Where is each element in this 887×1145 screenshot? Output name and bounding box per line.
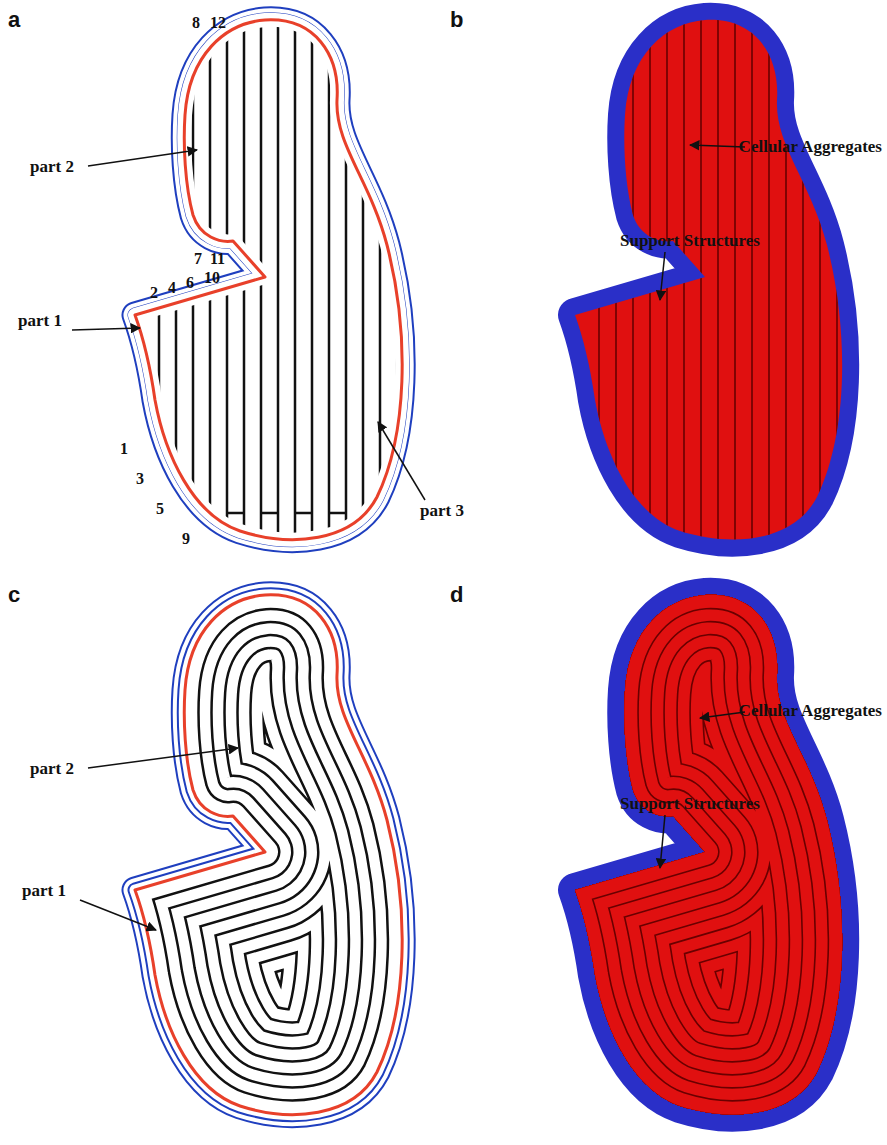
panel-letter: b (450, 8, 463, 32)
callout-label: Support Structures (620, 795, 760, 814)
part-label: part 2 (30, 760, 74, 779)
callout-number: 6 (186, 274, 194, 292)
callout-label: Cellular Aggregates (739, 702, 882, 721)
part-label: part 2 (30, 158, 74, 177)
callout-number: 10 (204, 269, 220, 287)
callout-number: 3 (136, 470, 144, 488)
kidney-print-b (575, 15, 854, 555)
callout-number: 4 (168, 279, 176, 297)
panel-letter: a (8, 8, 20, 32)
part-label: part 1 (18, 312, 62, 331)
kidney-outline-a (135, 15, 414, 555)
callout-number: 1 (120, 440, 128, 458)
callout-number: 11 (210, 250, 225, 268)
panel-letter: c (8, 583, 20, 607)
panel-letter: d (450, 583, 463, 607)
kidney-print-d (575, 595, 842, 1115)
callout-number: 5 (156, 500, 164, 518)
callout-number: 7 (194, 250, 202, 268)
callout-number: 9 (182, 530, 190, 548)
part-label: part 1 (22, 882, 66, 901)
callout-number: 8 (192, 14, 200, 32)
callout-number: 2 (150, 284, 158, 302)
kidney-outline-c (135, 595, 402, 1115)
callout-label: Cellular Aggregates (739, 138, 882, 157)
callout-label: Support Structures (620, 232, 760, 251)
part-label: part 3 (420, 502, 464, 521)
callout-number: 12 (210, 14, 226, 32)
